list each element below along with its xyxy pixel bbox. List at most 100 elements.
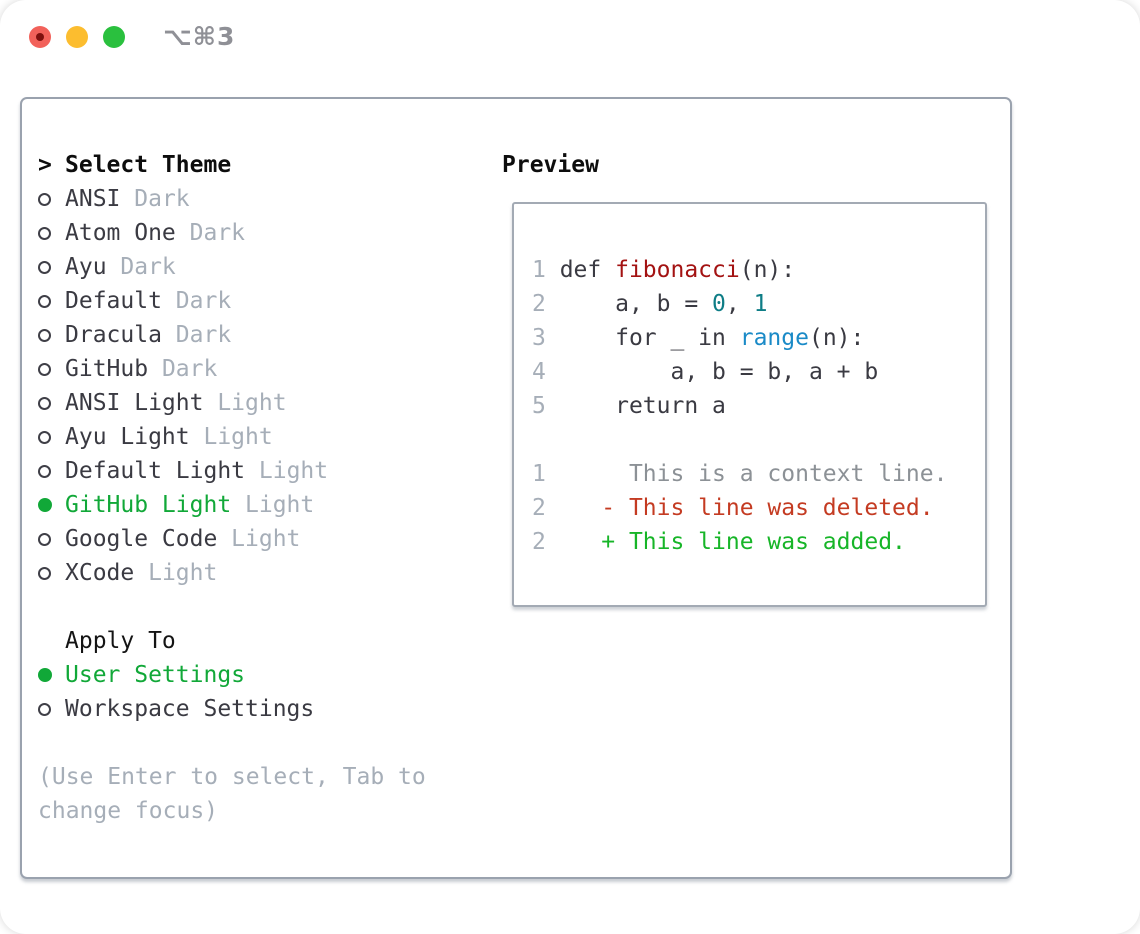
code-segment-builtin: range — [739, 325, 809, 351]
option-label: GitHub Light — [65, 492, 246, 518]
option-label: Default Light — [65, 458, 259, 484]
code-segment-code: def — [559, 257, 616, 283]
select-theme-title: Select Theme — [65, 152, 232, 178]
radio-icon — [38, 362, 51, 376]
code-segment-num: 1 — [532, 257, 560, 283]
theme-option-ansi[interactable]: ANSI Dark — [38, 182, 426, 216]
select-theme-header: > Select Theme — [38, 148, 426, 182]
radio-icon — [38, 396, 51, 410]
code-line: 5 return a — [532, 389, 985, 423]
radio-icon — [38, 192, 51, 206]
code-segment-code: (n): — [739, 257, 796, 283]
option-variant-label: Light — [203, 424, 273, 450]
code-segment-code: , — [725, 291, 754, 317]
code-segment-number: 1 — [753, 291, 768, 317]
option-variant-label: Light — [217, 390, 287, 416]
option-variant-label: Dark — [120, 254, 176, 280]
option-label: Atom One — [65, 220, 190, 246]
option-label: GitHub — [65, 356, 162, 382]
code-segment-num: 2 — [532, 495, 546, 521]
minimize-button[interactable] — [66, 26, 88, 48]
option-label: Default — [65, 288, 176, 314]
option-label: ANSI — [65, 186, 135, 212]
hint-text-line1: (Use Enter to select, Tab to — [38, 764, 426, 790]
option-label: XCode — [65, 560, 149, 586]
apply-option-workspace-settings[interactable]: Workspace Settings — [38, 692, 426, 726]
code-segment-code: for _ in — [559, 325, 740, 351]
apply-option-user-settings[interactable]: User Settings — [38, 658, 426, 692]
option-variant-label: Light — [245, 492, 315, 518]
diff-line: 2 - This line was deleted. — [532, 491, 985, 525]
radio-icon — [38, 430, 51, 444]
code-segment-code: a, b = — [559, 291, 713, 317]
diff-line: 2 + This line was added. — [532, 525, 985, 559]
blank-line — [532, 423, 985, 457]
code-line: 3 for _ in range(n): — [532, 321, 985, 355]
theme-option-ayu-light[interactable]: Ayu Light Light — [38, 420, 426, 454]
code-line: 1 def fibonacci(n): — [532, 253, 985, 287]
code-segment-num: 2 — [532, 529, 546, 555]
close-dot-icon — [36, 33, 44, 41]
code-segment-code — [546, 495, 601, 521]
radio-selected-icon — [38, 498, 52, 512]
radio-icon — [38, 328, 51, 342]
option-label: Ayu — [65, 254, 121, 280]
preview-title: Preview — [502, 152, 599, 178]
option-variant-label: Dark — [189, 220, 246, 246]
code-segment-num: 5 — [532, 393, 560, 419]
theme-option-ayu[interactable]: Ayu Dark — [38, 250, 426, 284]
radio-selected-icon — [38, 668, 52, 682]
theme-option-atom-one[interactable]: Atom One Dark — [38, 216, 426, 250]
code-segment-code: (n): — [808, 325, 865, 351]
close-button[interactable] — [29, 26, 51, 48]
option-label: User Settings — [65, 662, 246, 688]
code-segment-code: return a — [559, 393, 726, 419]
maximize-button[interactable] — [103, 26, 125, 48]
theme-option-google-code[interactable]: Google Code Light — [38, 522, 426, 556]
radio-icon — [38, 226, 51, 240]
theme-option-default-light[interactable]: Default Light Light — [38, 454, 426, 488]
theme-option-dracula[interactable]: Dracula Dark — [38, 318, 426, 352]
option-label: Google Code — [65, 526, 232, 552]
code-line: 2 a, b = 0, 1 — [532, 287, 985, 321]
apply-to-header: Apply To — [38, 624, 426, 658]
radio-icon — [38, 702, 51, 716]
radio-icon — [38, 294, 51, 308]
code-segment-num: 1 — [532, 461, 546, 487]
code-segment-num: 4 — [532, 359, 560, 385]
diff-line: 1 This is a context line. — [532, 457, 985, 491]
theme-option-default[interactable]: Default Dark — [38, 284, 426, 318]
option-variant-label: Light — [148, 560, 218, 586]
option-variant-label: Dark — [175, 288, 232, 314]
code-segment-num: 3 — [532, 325, 560, 351]
code-segment-number: 0 — [712, 291, 726, 317]
code-segment-code: a, b = b, a + b — [559, 359, 879, 385]
option-label: Workspace Settings — [65, 696, 315, 722]
code-segment-code — [546, 529, 601, 555]
theme-option-xcode[interactable]: XCode Light — [38, 556, 426, 590]
option-label: Ayu Light — [65, 424, 204, 450]
code-segment-added: + This line was added. — [601, 529, 906, 555]
theme-option-github-light[interactable]: GitHub Light Light — [38, 488, 426, 522]
option-label: ANSI Light — [65, 390, 218, 416]
option-label: Dracula — [65, 322, 176, 348]
titlebar: ⌥⌘3 — [0, 0, 1140, 75]
theme-option-github[interactable]: GitHub Dark — [38, 352, 426, 386]
theme-option-ansi-light[interactable]: ANSI Light Light — [38, 386, 426, 420]
option-variant-label: Dark — [175, 322, 232, 348]
code-line: 4 a, b = b, a + b — [532, 355, 985, 389]
code-segment-deleted: - This line was deleted. — [601, 495, 934, 521]
option-variant-label: Light — [231, 526, 301, 552]
apply-to-title: Apply To — [65, 628, 176, 654]
code-segment-num: 2 — [532, 291, 560, 317]
window-title: ⌥⌘3 — [163, 22, 236, 51]
radio-icon — [38, 464, 51, 478]
code-segment-function: fibonacci — [615, 257, 740, 283]
hint-text-line2: change focus) — [38, 798, 219, 824]
